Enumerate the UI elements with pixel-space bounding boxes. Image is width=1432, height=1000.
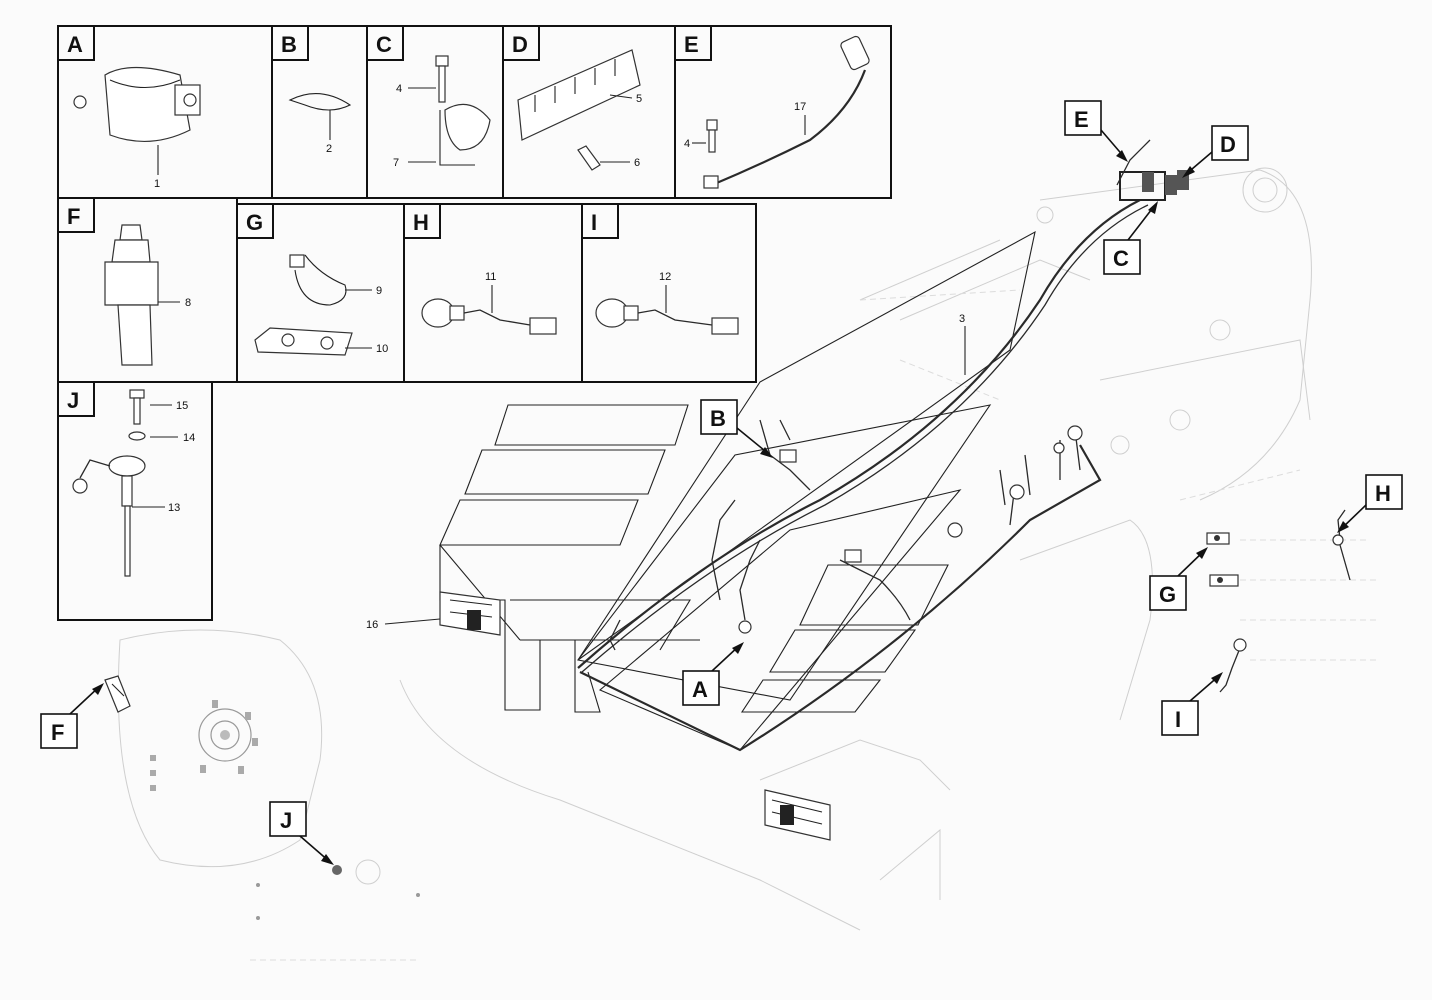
part-1-label: 1 <box>154 178 160 190</box>
parts-ghi <box>1206 509 1351 693</box>
part-9-label: 9 <box>376 285 382 297</box>
panel-letter-e: E <box>684 32 699 57</box>
f-sensor <box>104 675 131 713</box>
panel-e: E 4 17 <box>674 25 892 199</box>
panel-h: H 11 <box>403 203 583 383</box>
callout-f: F <box>40 683 104 749</box>
svg-text:F: F <box>51 720 64 745</box>
callout-j: J <box>269 801 334 865</box>
part-4-label-e: 4 <box>684 138 690 150</box>
part-17-label: 17 <box>794 101 806 113</box>
part-12-label: 12 <box>659 271 671 283</box>
part-3-label: 3 <box>959 313 965 325</box>
tail-light-right <box>764 789 831 841</box>
callout-g: G <box>1149 547 1208 611</box>
svg-text:D: D <box>1220 132 1236 157</box>
panel-i: I 12 <box>581 203 757 383</box>
svg-text:B: B <box>710 406 726 431</box>
panel-letter-c: C <box>376 32 392 57</box>
cab-structure <box>439 230 1036 751</box>
part-4-label-c: 4 <box>396 83 402 95</box>
machine-outline <box>117 167 1380 961</box>
callout-e: E <box>1064 100 1128 162</box>
part-5-label: 5 <box>636 93 642 105</box>
callout-d: D <box>1182 125 1249 178</box>
panel-letter-h: H <box>413 210 429 235</box>
panel-letter-g: G <box>246 210 263 235</box>
panel-letter-b: B <box>281 32 297 57</box>
callout-b: B <box>700 399 773 458</box>
panel-a: A 1 <box>57 25 273 199</box>
part-6-label: 6 <box>634 157 640 169</box>
callout-c: C <box>1103 201 1158 275</box>
svg-text:G: G <box>1159 582 1176 607</box>
part-14-label: 14 <box>183 432 195 444</box>
panel-f: F 8 <box>57 197 238 383</box>
panel-letter-i: I <box>591 210 597 235</box>
part-11-label: 11 <box>485 271 496 283</box>
part-7-label: 7 <box>393 157 399 169</box>
panel-c: C 4 7 <box>366 25 504 199</box>
part-16-label: 16 <box>366 619 378 631</box>
panel-b: B 2 <box>271 25 368 199</box>
part-13-label: 13 <box>168 502 180 514</box>
part-2-label: 2 <box>326 143 332 155</box>
svg-text:C: C <box>1113 246 1129 271</box>
tank-cap <box>150 700 258 791</box>
callout-i: I <box>1161 672 1223 736</box>
svg-text:E: E <box>1074 107 1089 132</box>
svg-text:I: I <box>1175 707 1181 732</box>
panel-g: G 9 10 <box>236 203 405 383</box>
wire-harness: 3 <box>577 139 1189 752</box>
panel-d: D 5 6 <box>502 25 676 199</box>
svg-text:H: H <box>1375 481 1391 506</box>
tail-light-left <box>439 591 501 636</box>
part-10-label: 10 <box>376 343 388 355</box>
svg-text:A: A <box>692 677 708 702</box>
callout-a: A <box>682 642 744 706</box>
svg-text:J: J <box>280 808 292 833</box>
panel-letter-a: A <box>67 32 83 57</box>
part-8-label: 8 <box>185 297 191 309</box>
panel-letter-d: D <box>512 32 528 57</box>
callout-h: H <box>1337 474 1403 533</box>
panel-letter-j: J <box>67 388 79 413</box>
panel-letter-f: F <box>67 204 80 229</box>
part-15-label: 15 <box>176 400 188 412</box>
panel-j: J 15 14 13 <box>57 381 213 621</box>
